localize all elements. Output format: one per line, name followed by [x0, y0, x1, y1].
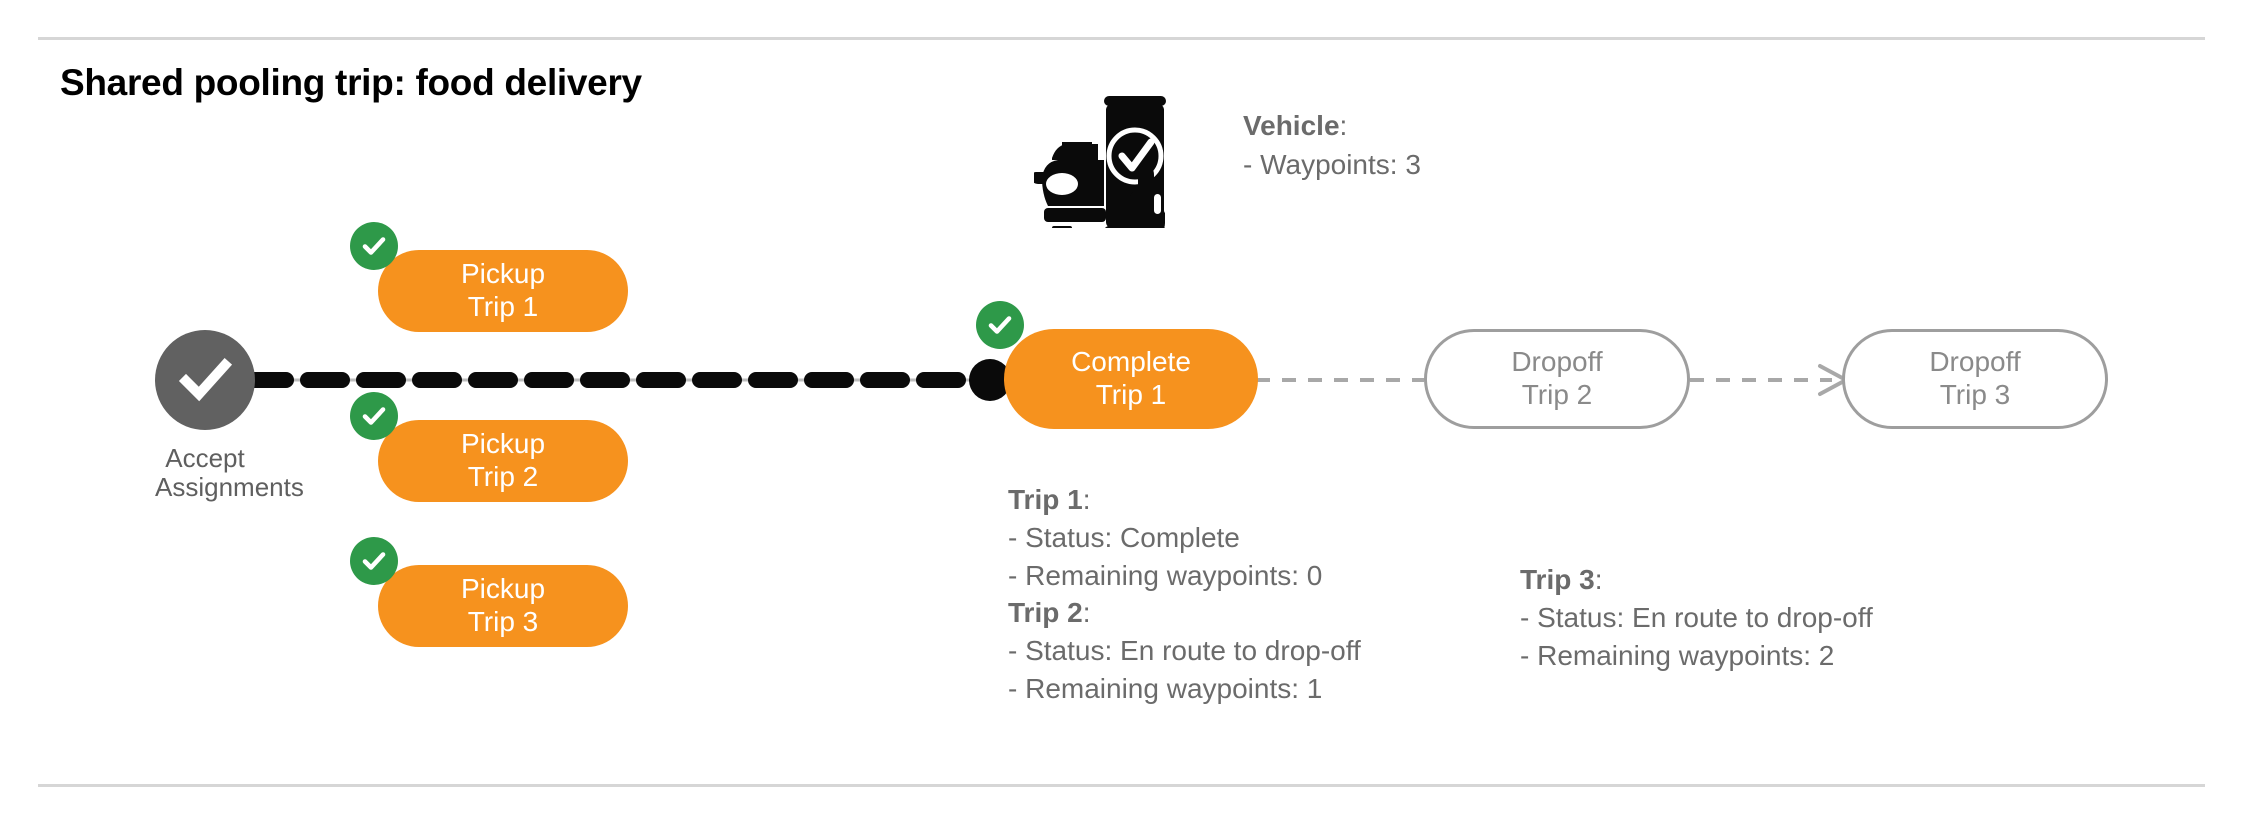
vehicle-heading-label: Vehicle — [1243, 110, 1340, 141]
trip-3-heading: Trip 3: — [1520, 561, 1873, 599]
check-badge-icon — [350, 537, 398, 585]
vehicle-waypoints: - Waypoints: 3 — [1243, 148, 1421, 180]
accept-assignments-node[interactable]: Accept Assignments — [155, 330, 304, 502]
dropoff-trip-2-pill[interactable]: Dropoff Trip 2 — [1424, 329, 1690, 429]
accept-label-line1: Accept — [165, 443, 245, 473]
trip-3-heading-label: Trip 3 — [1520, 564, 1595, 595]
accept-assignments-label: Accept Assignments — [155, 443, 304, 502]
page-title: Shared pooling trip: food delivery — [60, 62, 642, 103]
check-badge-icon — [976, 301, 1024, 349]
dropoff-trip-3-line2: Trip 3 — [1939, 379, 2011, 410]
pickup-trip-2-line2: Trip 2 — [467, 461, 539, 492]
trip-1-heading: Trip 1: — [1008, 481, 1361, 519]
pickup-trip-3-pill[interactable]: Pickup Trip 3 — [350, 537, 628, 647]
trip-1-heading-label: Trip 1 — [1008, 484, 1083, 515]
divider-bottom — [38, 784, 2205, 787]
vehicle-heading-colon: : — [1339, 110, 1348, 141]
vehicle-info-block: Vehicle: - Waypoints: 3 — [1243, 107, 1421, 184]
trip-3-remaining: - Remaining waypoints: 2 — [1520, 639, 1835, 671]
pickup-trip-1-line2: Trip 1 — [467, 291, 539, 322]
pickup-trip-2-pill[interactable]: Pickup Trip 2 — [350, 392, 628, 502]
divider-top — [38, 37, 2205, 40]
complete-trip-1-line2: Trip 1 — [1095, 379, 1167, 410]
trip-3-info-block: Trip 3: - Status: En route to drop-off -… — [1520, 561, 1873, 674]
trip-1-remaining: - Remaining waypoints: 0 — [1008, 559, 1323, 591]
pickup-trip-1-pill[interactable]: Pickup Trip 1 — [350, 222, 628, 332]
check-badge-icon — [350, 392, 398, 440]
trip-1-status: - Status: Complete — [1008, 521, 1240, 553]
vehicle-phone-check-icon — [1034, 88, 1174, 228]
trip-2-status: - Status: En route to drop-off — [1008, 635, 1361, 667]
complete-trip-1-pill[interactable]: Complete Trip 1 — [976, 301, 1258, 429]
trip-2-remaining: - Remaining waypoints: 1 — [1008, 672, 1323, 704]
trip-2-heading: Trip 2: — [1008, 594, 1361, 632]
trip-2-heading-colon: : — [1082, 597, 1091, 629]
pickup-trip-1-line1: Pickup — [460, 258, 546, 290]
pickup-trip-2-line1: Pickup — [460, 428, 546, 460]
trip-1-heading-colon: : — [1082, 484, 1091, 515]
dropoff-trip-3-line1: Dropoff — [1929, 346, 2021, 378]
dropoff-trip-3-pill[interactable]: Dropoff Trip 3 — [1842, 329, 2108, 429]
dropoff-trip-2-line2: Trip 2 — [1521, 379, 1593, 410]
complete-trip-1-line1: Complete — [1071, 346, 1191, 378]
pickup-trip-3-line2: Trip 3 — [467, 606, 539, 637]
vehicle-heading: Vehicle: — [1243, 110, 1347, 141]
trip-2-heading-label: Trip 2 — [1008, 597, 1083, 629]
trip-3-heading-colon: : — [1594, 564, 1603, 595]
pickup-trip-3-line1: Pickup — [460, 573, 546, 605]
check-circle-icon — [155, 330, 255, 430]
dropoff-trip-2-line1: Dropoff — [1511, 346, 1603, 378]
trip-3-status: - Status: En route to drop-off — [1520, 601, 1873, 633]
check-badge-icon — [350, 222, 398, 270]
trip-1-2-info-block: Trip 1: - Status: Complete - Remaining w… — [1008, 481, 1361, 708]
accept-label-line2: Assignments — [155, 472, 304, 503]
